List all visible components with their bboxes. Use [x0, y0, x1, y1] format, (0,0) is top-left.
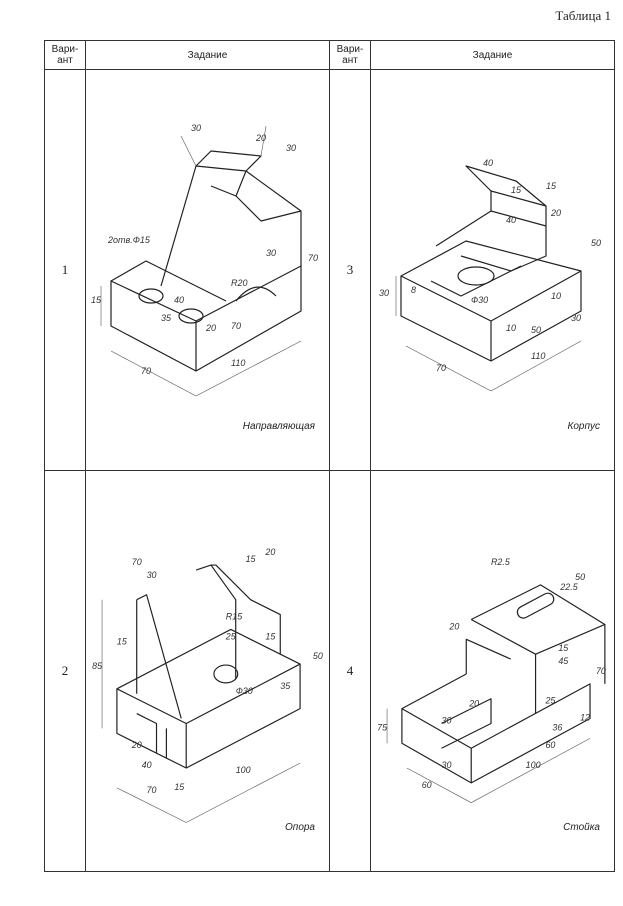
drawing-cell-1: 30 20 30 2отв.Ф15 30 70 R20 40 15 35 20 … [85, 69, 330, 471]
isometric-drawing-stoyka: R2.5 50 22.5 20 15 45 70 75 30 20 25 36 … [377, 557, 606, 803]
dim-label: 70 [147, 785, 157, 795]
part-name: Опора [285, 822, 315, 833]
dim-label: 70 [141, 366, 151, 376]
dim-label: 36 [552, 722, 562, 732]
dim-label: 100 [526, 760, 541, 770]
assignment-table: Вари-ант Задание Вари-ант Задание 1 [44, 40, 615, 872]
dim-label: 20 [550, 208, 561, 218]
dim-label: 15 [511, 185, 522, 195]
dim-label: 30 [379, 288, 389, 298]
dim-label: 35 [280, 681, 290, 691]
dim-label: 60 [545, 740, 555, 750]
dim-label: R15 [226, 612, 242, 622]
dim-label: 15 [265, 631, 275, 641]
dim-label: 60 [422, 780, 432, 790]
drawing-cell-4: R2.5 50 22.5 20 15 45 70 75 30 20 25 36 … [370, 470, 615, 872]
row-2: 2 70 30 15 20 R15 25 15 85 [44, 470, 615, 872]
dim-label: 40 [142, 760, 152, 770]
dim-label: 15 [91, 295, 102, 305]
dimension-labels: 30 20 30 2отв.Ф15 30 70 R20 40 15 35 20 … [91, 123, 318, 376]
dim-label: 8 [411, 285, 416, 295]
dim-label: 2отв.Ф15 [107, 235, 151, 245]
dim-label: 30 [571, 313, 581, 323]
dim-label: 25 [225, 631, 236, 641]
drawing-cell-3: 40 15 15 40 20 50 30 8 Ф30 10 10 50 30 1… [370, 69, 615, 471]
variant-number: 1 [44, 69, 86, 471]
header-row: Вари-ант Задание Вари-ант Задание [44, 40, 615, 70]
variant-number: 2 [44, 470, 86, 872]
dim-label: 45 [558, 656, 568, 666]
dim-label: 30 [191, 123, 201, 133]
dim-label: 20 [468, 699, 479, 709]
dimension-labels: 40 15 15 40 20 50 30 8 Ф30 10 10 50 30 1… [379, 158, 601, 373]
part-name: Направляющая [242, 421, 315, 432]
dim-label: 20 [448, 621, 459, 631]
dim-label: 30 [266, 248, 276, 258]
dim-label: 50 [591, 238, 601, 248]
part-name: Стойка [563, 822, 600, 833]
part-name: Корпус [567, 421, 600, 432]
dim-label: 10 [506, 323, 516, 333]
dim-label: 110 [531, 351, 545, 361]
variant-header-right: Вари-ант [329, 40, 371, 70]
row-1: 1 30 20 30 2о [44, 69, 615, 471]
dim-label: 15 [546, 181, 557, 191]
dimension-labels: R2.5 50 22.5 20 15 45 70 75 30 20 25 36 … [377, 557, 606, 790]
dim-label: R20 [231, 278, 248, 288]
isometric-drawing-opora: 70 30 15 20 R15 25 15 85 15 50 Ф30 35 20… [92, 547, 323, 823]
dim-label: R2.5 [491, 557, 510, 567]
variant-header-left: Вари-ант [44, 40, 86, 70]
dim-label: 30 [147, 570, 157, 580]
isometric-drawing-napravlyayushchaya: 30 20 30 2отв.Ф15 30 70 R20 40 15 35 20 … [91, 123, 318, 397]
dim-label: 100 [236, 765, 251, 775]
dim-label: 25 [544, 696, 555, 706]
dim-label: 20 [255, 133, 266, 143]
isometric-drawing-korpus: 40 15 15 40 20 50 30 8 Ф30 10 10 50 30 1… [379, 158, 601, 392]
dim-label: 70 [132, 557, 142, 567]
dim-label: Ф30 [236, 686, 253, 696]
dim-label: 40 [174, 295, 184, 305]
dim-label: 70 [308, 253, 318, 263]
dim-label: 30 [442, 760, 452, 770]
dim-label: 50 [313, 651, 323, 661]
dim-label: 20 [264, 547, 275, 557]
dim-label: 15 [174, 782, 184, 792]
dim-label: 75 [377, 722, 387, 732]
task-header-left: Задание [85, 40, 330, 70]
dim-label: 20 [205, 323, 216, 333]
dim-label: 50 [575, 572, 585, 582]
dim-label: 70 [436, 363, 446, 373]
dim-label: 30 [286, 143, 296, 153]
table-caption: Таблица 1 [555, 8, 611, 23]
dim-label: 20 [131, 740, 142, 750]
variant-number: 4 [329, 470, 371, 872]
dim-label: 40 [506, 215, 516, 225]
dim-label: 12 [580, 713, 590, 723]
dim-label: 15 [558, 643, 568, 653]
dim-label: 50 [531, 325, 541, 335]
dim-label: 110 [231, 358, 245, 368]
dim-label: 22.5 [559, 582, 577, 592]
drawing-cell-2: 70 30 15 20 R15 25 15 85 15 50 Ф30 35 20… [85, 470, 330, 872]
variant-number: 3 [329, 69, 371, 471]
dim-label: 70 [596, 666, 606, 676]
dim-label: 85 [92, 661, 102, 671]
dim-label: 15 [246, 554, 256, 564]
task-header-right: Задание [370, 40, 615, 70]
dim-label: 30 [442, 715, 452, 725]
dim-label: 40 [483, 158, 493, 168]
dimension-labels: 70 30 15 20 R15 25 15 85 15 50 Ф30 35 20… [92, 547, 323, 795]
dim-label: 10 [551, 291, 561, 301]
dim-label: 15 [117, 636, 127, 646]
dim-label: 70 [231, 321, 241, 331]
dim-label: 35 [161, 313, 172, 323]
dim-label: Ф30 [471, 295, 488, 305]
